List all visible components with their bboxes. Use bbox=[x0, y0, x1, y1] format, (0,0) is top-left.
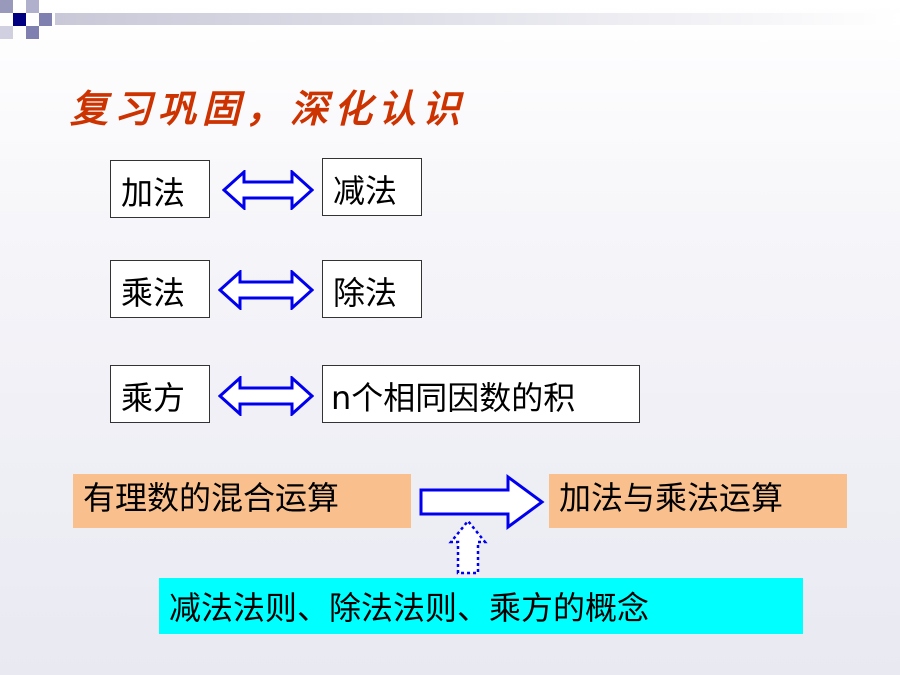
mixed-operations-box: 有理数的混合运算 bbox=[73, 474, 411, 528]
pair-left-multiplication: 乘法 bbox=[110, 260, 210, 318]
page-title: 复习巩固，深化认识 bbox=[70, 86, 467, 131]
pair-left-power: 乘方 bbox=[110, 365, 210, 423]
add-multiply-box: 加法与乘法运算 bbox=[549, 474, 847, 528]
up-arrow-icon bbox=[448, 519, 488, 575]
double-arrow-icon bbox=[218, 376, 314, 416]
pair-right-subtraction: 减法 bbox=[322, 158, 422, 216]
corner-decoration bbox=[0, 0, 900, 39]
pair-right-product-of-factors: n个相同因数的积 bbox=[322, 365, 640, 423]
right-arrow-icon bbox=[419, 474, 545, 530]
rules-box: 减法法则、除法法则、乘方的概念 bbox=[159, 578, 803, 634]
pair-right-division: 除法 bbox=[322, 260, 422, 318]
double-arrow-icon bbox=[222, 170, 314, 210]
pair-left-addition: 加法 bbox=[110, 160, 210, 218]
double-arrow-icon bbox=[218, 270, 314, 310]
